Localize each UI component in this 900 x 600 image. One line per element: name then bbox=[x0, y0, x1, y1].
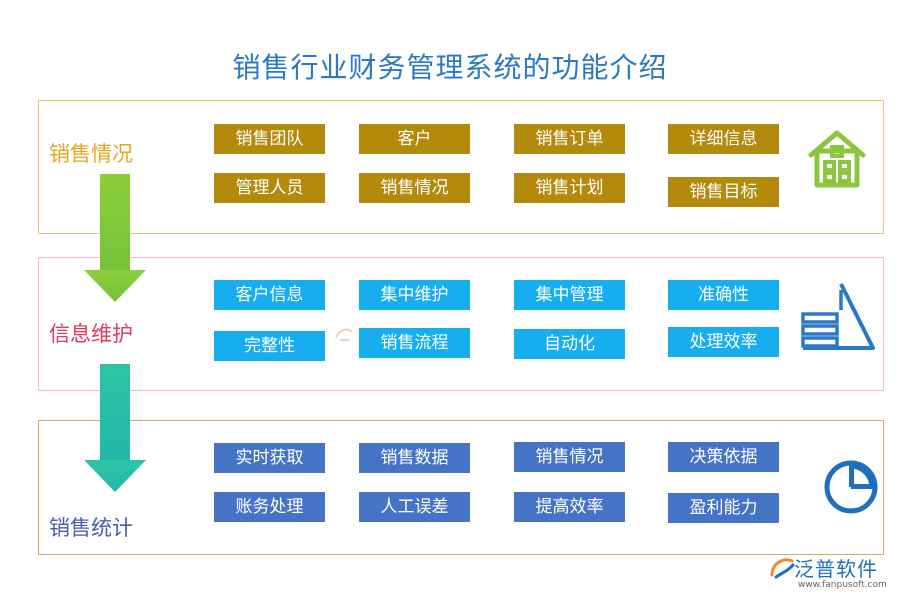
feature-tag: 提高效率 bbox=[514, 492, 625, 522]
feature-tag: 集中管理 bbox=[514, 280, 625, 310]
down-arrow-icon bbox=[84, 174, 146, 302]
pie-chart-icon bbox=[824, 460, 878, 514]
feature-tag: 处理效率 bbox=[668, 327, 779, 357]
section-info-maintenance: 信息维护 客户信息 集中维护 集中管理 准确性 完整性 销售流程 自动化 处理效… bbox=[38, 257, 884, 391]
feature-tag: 集中维护 bbox=[359, 280, 470, 310]
feature-tag: 客户信息 bbox=[214, 280, 325, 310]
section-label: 销售情况 bbox=[49, 142, 133, 166]
feature-tag: 实时获取 bbox=[214, 443, 325, 473]
section-label: 信息维护 bbox=[49, 322, 133, 346]
feature-tag: 人工误差 bbox=[359, 492, 470, 522]
company-logo: 泛普软件 www.fanpusoft.com bbox=[766, 553, 892, 595]
section-sales-status: 销售情况 销售团队 客户 销售订单 详细信息 管理人员 销售情况 销售计划 销售… bbox=[38, 100, 884, 234]
logo-name: 泛普软件 bbox=[794, 557, 878, 581]
pyramid-icon bbox=[801, 283, 875, 350]
feature-tag: 盈利能力 bbox=[668, 493, 779, 523]
feature-tag: 账务处理 bbox=[214, 492, 325, 522]
feature-tag: 销售情况 bbox=[514, 442, 625, 472]
feature-tag: 销售计划 bbox=[514, 173, 625, 203]
feature-tag: 销售数据 bbox=[359, 443, 470, 473]
feature-tag: 销售目标 bbox=[668, 177, 779, 207]
feature-tag: 客户 bbox=[359, 124, 470, 154]
feature-tag: 准确性 bbox=[668, 280, 779, 310]
house-icon bbox=[808, 130, 866, 188]
feature-tag: 详细信息 bbox=[668, 124, 779, 154]
feature-tag: 完整性 bbox=[214, 331, 325, 361]
feature-tag: 决策依据 bbox=[668, 442, 779, 472]
section-sales-statistics: 销售统计 实时获取 销售数据 销售情况 决策依据 账务处理 人工误差 提高效率 … bbox=[38, 420, 884, 555]
feature-tag: 销售情况 bbox=[359, 173, 470, 203]
page-title: 销售行业财务管理系统的功能介绍 bbox=[232, 51, 668, 84]
down-arrow-icon bbox=[84, 364, 146, 492]
feature-tag: 销售团队 bbox=[214, 124, 325, 154]
feature-tag: 自动化 bbox=[514, 329, 625, 359]
feature-tag: 销售流程 bbox=[359, 328, 470, 358]
logo-mark-icon bbox=[770, 558, 795, 579]
watermark-logo-icon bbox=[335, 328, 353, 341]
section-label: 销售统计 bbox=[49, 516, 133, 540]
feature-tag: 管理人员 bbox=[214, 173, 325, 203]
feature-tag: 销售订单 bbox=[514, 124, 625, 154]
logo-url: www.fanpusoft.com bbox=[798, 580, 887, 590]
